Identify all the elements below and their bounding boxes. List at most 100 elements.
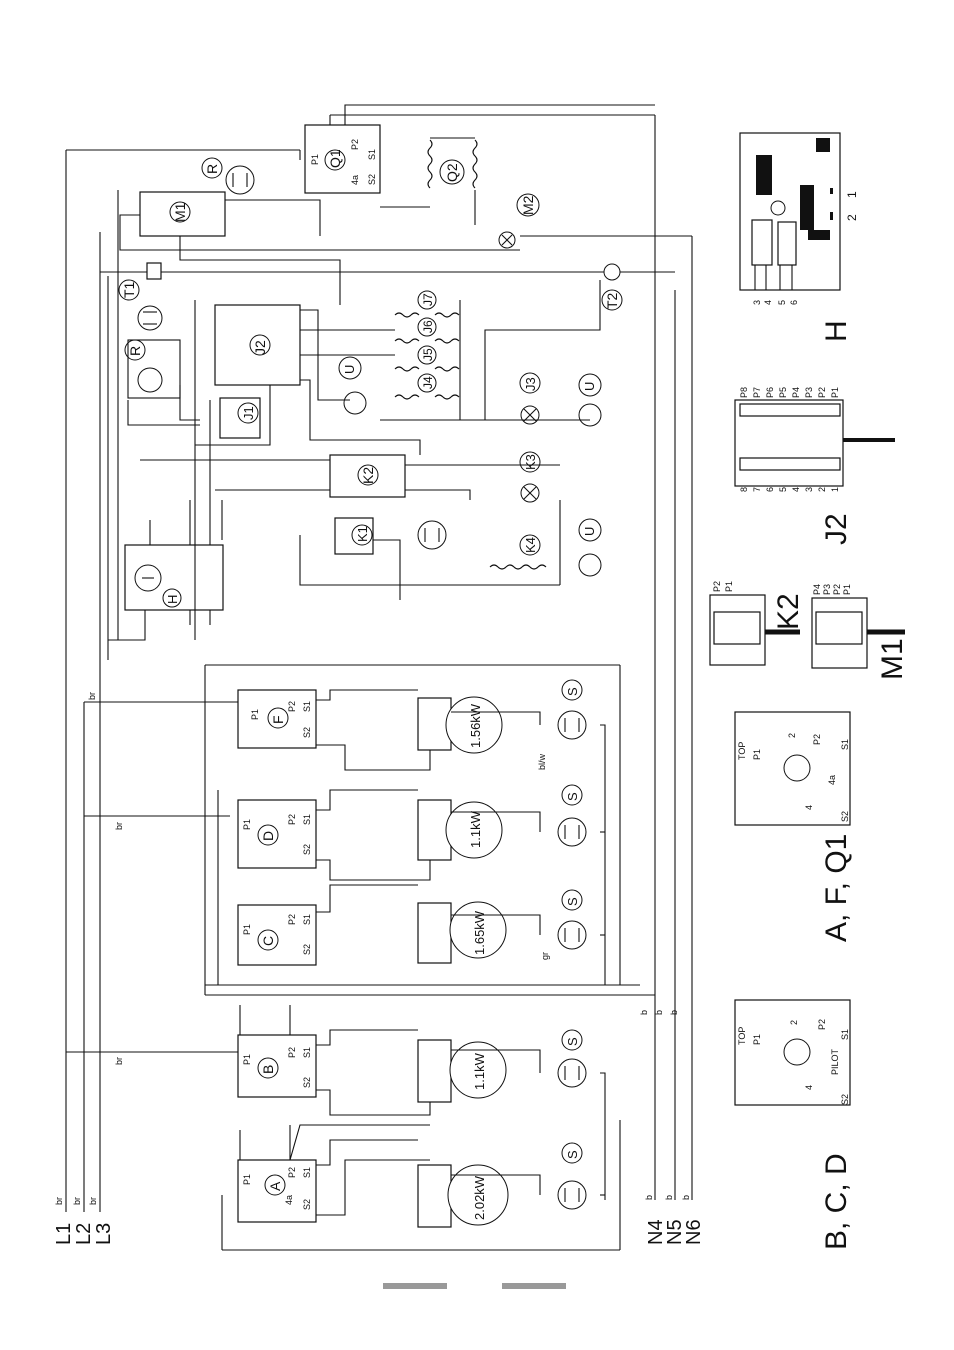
svg-text:J5: J5 xyxy=(421,348,435,361)
svg-text:U: U xyxy=(342,365,357,374)
svg-text:P2: P2 xyxy=(817,387,827,398)
svg-text:6: 6 xyxy=(765,487,775,492)
svg-text:U: U xyxy=(582,527,597,536)
svg-text:P2: P2 xyxy=(287,1047,297,1058)
svg-text:br: br xyxy=(87,692,97,700)
m1-motor-block: M1 xyxy=(139,191,226,237)
svg-text:J3: J3 xyxy=(523,377,538,391)
switch-f: F P1 P2 S1 S2 xyxy=(237,689,317,749)
svg-text:P8: P8 xyxy=(739,387,749,398)
svg-text:b: b xyxy=(654,1010,664,1015)
switch-c: C P1 P2 S1 S2 xyxy=(237,904,317,966)
legend-label-j2: J2 xyxy=(820,513,853,545)
svg-text:gr: gr xyxy=(540,952,550,960)
switch-d: D P1 P2 S1 S2 xyxy=(237,799,317,869)
svg-text:br: br xyxy=(114,1057,124,1065)
svg-text:P1: P1 xyxy=(242,1174,252,1185)
j-elements: J7 J6 J5 J4 xyxy=(394,290,460,400)
svg-text:1: 1 xyxy=(830,487,840,492)
k2-relay: K2 xyxy=(329,454,406,498)
label-n4: N4 xyxy=(645,1219,667,1245)
q2-thermocouple: Q2 xyxy=(380,137,478,225)
j3-lamp: J3 xyxy=(519,372,541,425)
legend-m1-motor: P4 P3 P2 P1 M1 xyxy=(811,584,909,680)
svg-text:P2: P2 xyxy=(287,914,297,925)
svg-text:1.56kW: 1.56kW xyxy=(468,703,483,748)
legend-k2-relay: P2 P1 K2 xyxy=(709,581,805,666)
svg-text:P4: P4 xyxy=(812,584,822,595)
svg-text:5: 5 xyxy=(777,300,787,305)
svg-text:1.65kW: 1.65kW xyxy=(472,910,487,955)
svg-text:J2: J2 xyxy=(252,340,268,355)
svg-text:7: 7 xyxy=(752,487,762,492)
svg-text:S1: S1 xyxy=(840,739,850,750)
label-l1: L1 xyxy=(53,1223,75,1245)
svg-text:P1: P1 xyxy=(724,581,734,592)
svg-text:M1: M1 xyxy=(172,202,188,222)
svg-text:br: br xyxy=(114,822,124,830)
svg-text:M2: M2 xyxy=(520,195,536,215)
svg-text:S2: S2 xyxy=(302,844,312,855)
svg-text:P3: P3 xyxy=(804,387,814,398)
legend-afq1-switch: TOP P1 P2 S1 S2 2 4 4a A, F, Q1 xyxy=(734,711,853,942)
t1-thermostat: T1 xyxy=(118,262,162,301)
svg-text:1: 1 xyxy=(845,191,859,198)
legend-label-h: H xyxy=(820,320,853,342)
svg-text:C: C xyxy=(260,936,276,946)
svg-text:4: 4 xyxy=(804,805,814,810)
element-c: 1.65kW S gr xyxy=(316,884,605,964)
svg-text:S1: S1 xyxy=(302,1167,312,1178)
r-resistor-mid: R xyxy=(124,305,181,399)
svg-text:P2: P2 xyxy=(350,139,360,150)
legend-h-board: 2 1 3 4 5 6 H xyxy=(739,132,859,342)
switch-b: B P1 P2 S1 S2 xyxy=(237,1034,317,1098)
svg-text:5: 5 xyxy=(778,487,788,492)
svg-text:B: B xyxy=(260,1065,276,1074)
svg-text:R: R xyxy=(204,164,220,174)
svg-text:6: 6 xyxy=(789,300,799,305)
svg-text:P1: P1 xyxy=(242,1054,252,1065)
svg-text:S: S xyxy=(565,1150,580,1159)
svg-text:R: R xyxy=(127,346,143,356)
svg-text:P4: P4 xyxy=(791,387,801,398)
svg-text:T1: T1 xyxy=(121,281,137,298)
svg-text:D: D xyxy=(260,831,276,841)
svg-text:bl/w: bl/w xyxy=(537,753,547,770)
svg-text:3: 3 xyxy=(752,300,762,305)
svg-text:S2: S2 xyxy=(302,944,312,955)
svg-text:8: 8 xyxy=(739,487,749,492)
svg-text:br: br xyxy=(54,1197,64,1205)
phase-rails xyxy=(65,149,301,1212)
legend-label-k2: K2 xyxy=(772,593,805,630)
t2-thermostat: T2 xyxy=(601,263,623,311)
svg-text:P3: P3 xyxy=(822,584,832,595)
element-a: 2.02kW S xyxy=(239,1124,605,1228)
svg-text:J6: J6 xyxy=(421,320,435,333)
svg-text:K3: K3 xyxy=(523,454,538,470)
svg-text:P1: P1 xyxy=(250,709,260,720)
svg-text:P1: P1 xyxy=(830,387,840,398)
legend-label-bcd: B, C, D xyxy=(820,1153,853,1250)
k1-relay: K1 xyxy=(334,517,374,555)
svg-text:b: b xyxy=(664,1195,674,1200)
svg-text:S2: S2 xyxy=(840,811,850,822)
svg-text:Q1: Q1 xyxy=(327,149,343,168)
svg-text:S1: S1 xyxy=(367,149,377,160)
svg-text:P1: P1 xyxy=(310,154,320,165)
switch-a: A P1 P2 S1 S2 4a xyxy=(237,1159,317,1223)
element-d: 1.1kW S xyxy=(217,784,605,985)
svg-text:S1: S1 xyxy=(302,914,312,925)
svg-text:U: U xyxy=(582,382,597,391)
svg-text:2.02kW: 2.02kW xyxy=(472,1175,487,1220)
svg-text:2: 2 xyxy=(789,1020,799,1025)
element-f: 1.56kW S bl/w xyxy=(316,679,606,985)
svg-text:J7: J7 xyxy=(421,293,435,306)
svg-text:P6: P6 xyxy=(765,387,775,398)
svg-text:S1: S1 xyxy=(302,701,312,712)
svg-text:P1: P1 xyxy=(752,1034,762,1045)
svg-text:P2: P2 xyxy=(287,701,297,712)
svg-text:P1: P1 xyxy=(752,749,762,760)
j1-switch: J1 xyxy=(219,397,261,439)
svg-text:S2: S2 xyxy=(302,1199,312,1210)
